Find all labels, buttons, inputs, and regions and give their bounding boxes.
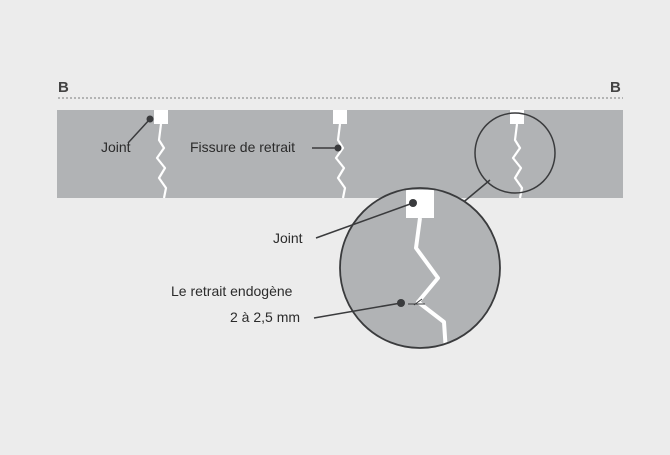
joint-square: [154, 110, 168, 124]
detail-selection-circle: [474, 112, 556, 194]
crack-line: [155, 123, 168, 199]
label-joint: Joint: [101, 139, 131, 155]
label-shrinkage-amount: 2 à 2,5 mm: [230, 309, 300, 325]
joint-square: [333, 110, 347, 124]
callout-dot: [397, 299, 405, 307]
crack-2: [333, 110, 347, 199]
callout-joint: Joint: [101, 115, 154, 155]
callout-dot: [334, 144, 342, 152]
crack-line-magnified: [414, 217, 448, 348]
callout-shrinkage-crack: Fissure de retrait: [190, 139, 342, 155]
callout-endogenous-shrinkage: Le retrait endogène 2 à 2,5 mm: [171, 283, 405, 325]
section-marker-left: B: [58, 79, 69, 96]
crack-line: [334, 123, 347, 199]
callout-dot: [409, 199, 417, 207]
callout-dot: [146, 115, 154, 123]
label-endogenous-shrinkage: Le retrait endogène: [171, 283, 293, 299]
crack-1: [154, 110, 168, 199]
joint-square: [510, 110, 524, 124]
label-detail-joint: Joint: [273, 230, 303, 246]
callout-detail-joint: Joint: [273, 199, 417, 246]
section-marker-right: B: [610, 79, 621, 96]
label-shrinkage-crack: Fissure de retrait: [190, 139, 295, 155]
crack-line: [511, 123, 524, 199]
magnified-detail: [339, 187, 501, 349]
